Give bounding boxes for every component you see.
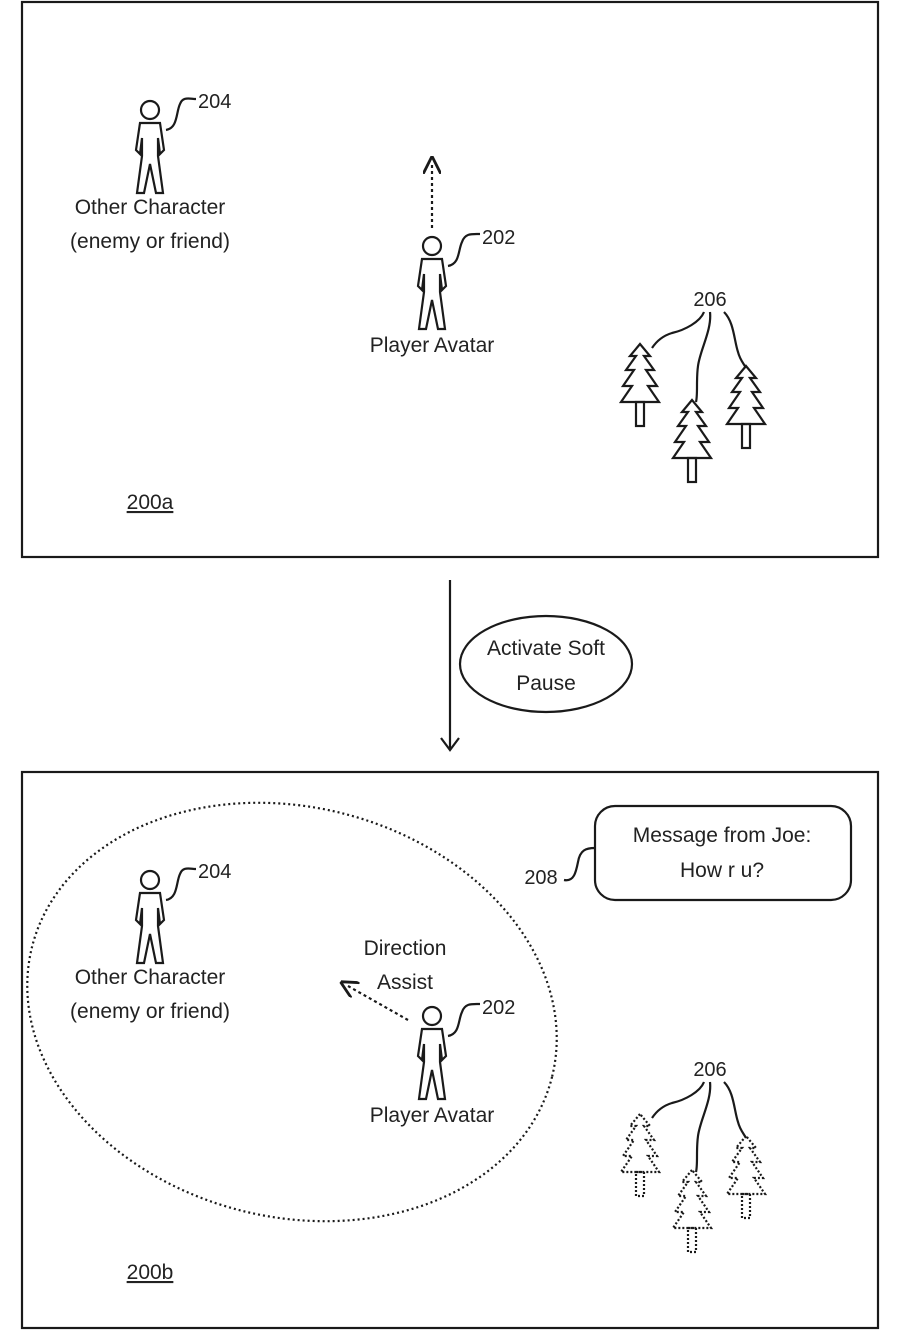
tree-icon — [619, 342, 661, 428]
ref-202-label: 202 — [482, 997, 515, 1019]
other-character-label-line2: (enemy or friend) — [70, 1000, 230, 1023]
player-avatar-icon — [416, 235, 448, 331]
soft-pause-label-line1: Activate Soft — [487, 637, 605, 660]
ref-leader-202 — [447, 232, 481, 268]
ref-204-label: 204 — [198, 91, 231, 113]
faded-tree-icon — [619, 1112, 661, 1198]
player-avatar-icon — [416, 1005, 448, 1101]
ref-leader-206-right — [723, 311, 747, 369]
ref-leader-206-middle — [694, 311, 712, 403]
panel-200b-label: 200b — [127, 1261, 174, 1284]
ref-leader-204 — [165, 97, 197, 132]
ref-202-label: 202 — [482, 227, 515, 249]
other-character-icon — [134, 869, 166, 965]
ref-leader-206-right — [723, 1081, 747, 1139]
ref-204-label: 204 — [198, 861, 231, 883]
message-bubble — [593, 804, 853, 902]
tree-icon — [671, 398, 713, 484]
faded-tree-icon — [671, 1168, 713, 1254]
soft-pause-label-line2: Pause — [516, 672, 576, 695]
panel-200a-label: 200a — [127, 491, 174, 514]
panel-200a-frame — [20, 0, 880, 559]
other-character-icon — [134, 99, 166, 195]
ref-leader-206-middle — [694, 1081, 712, 1173]
message-label-line1: Message from Joe: — [633, 824, 812, 847]
player-avatar-label: Player Avatar — [370, 1104, 495, 1127]
ref-leader-202 — [447, 1002, 481, 1038]
ref-206-label: 206 — [693, 289, 726, 311]
direction-assist-label-line1: Direction — [364, 937, 447, 960]
transition-arrowhead — [440, 737, 460, 752]
ref-leader-204 — [165, 867, 197, 902]
tree-icon — [725, 364, 767, 450]
ref-leader-208 — [563, 846, 596, 882]
ref-208-label: 208 — [524, 867, 557, 889]
panel-200b-frame — [20, 770, 880, 1330]
message-label-line2: How r u? — [680, 859, 764, 882]
ref-leader-206-left — [651, 1081, 706, 1119]
other-character-label-line1: Other Character — [75, 966, 226, 989]
other-character-label-line2: (enemy or friend) — [70, 230, 230, 253]
player-avatar-label: Player Avatar — [370, 334, 495, 357]
soft-pause-ellipse — [458, 614, 634, 714]
focus-region-ellipse — [26, 801, 558, 1223]
faded-tree-icon — [725, 1134, 767, 1220]
other-character-label-line1: Other Character — [75, 196, 226, 219]
ref-leader-206-left — [651, 311, 706, 349]
ref-206-label: 206 — [693, 1059, 726, 1081]
direction-assist-label-line2: Assist — [377, 971, 433, 994]
